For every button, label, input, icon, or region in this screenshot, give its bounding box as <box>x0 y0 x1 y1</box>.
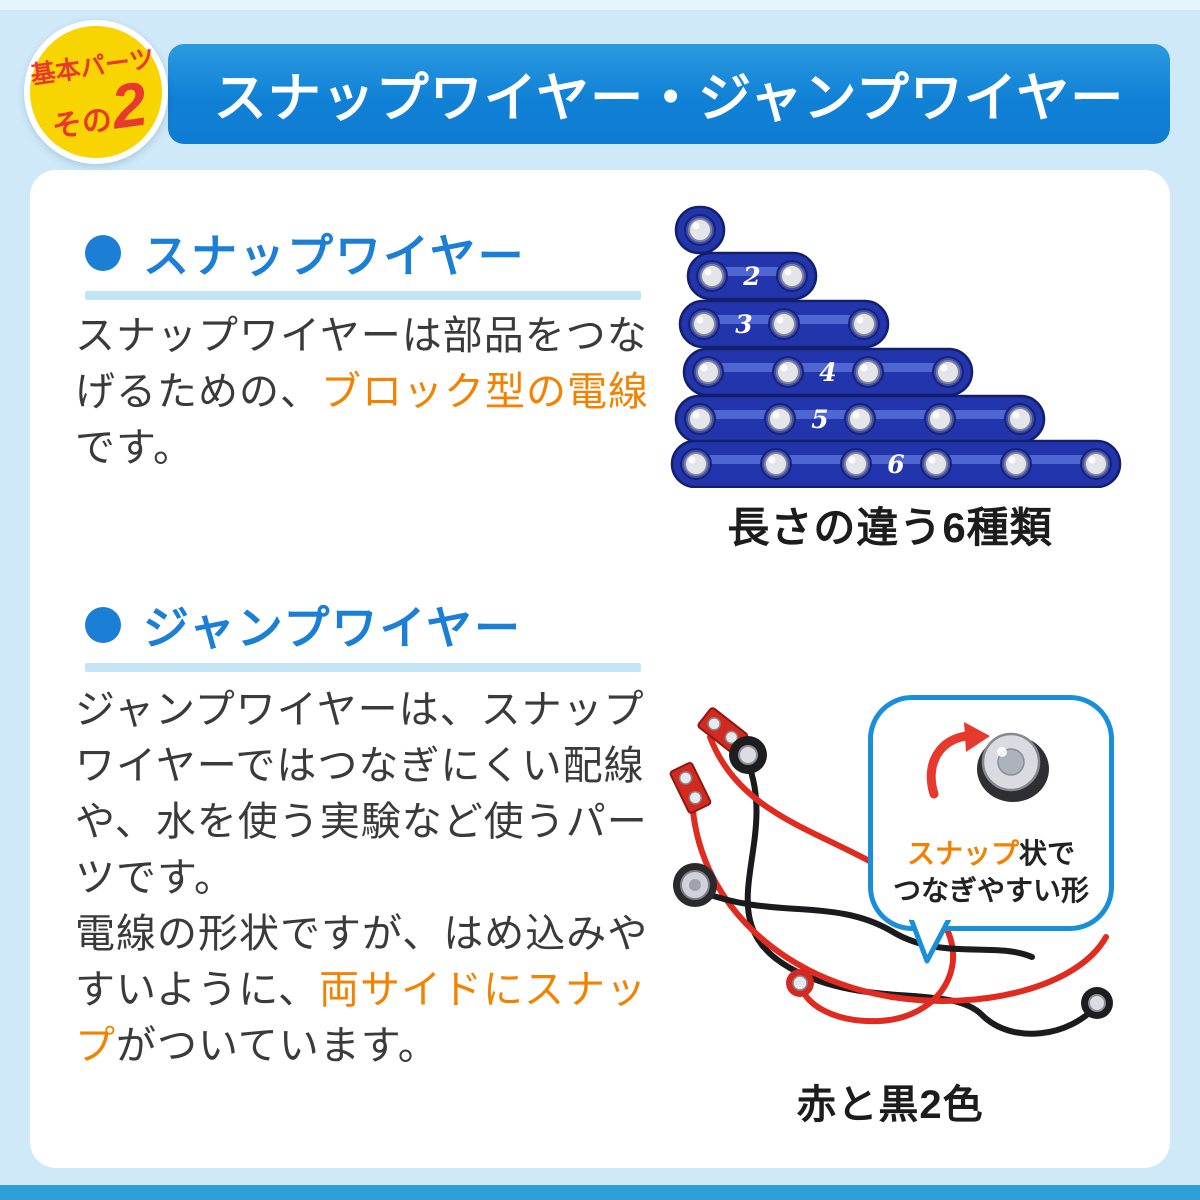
snap-desc-tail: です。 <box>75 426 194 470</box>
title-bar: スナップワイヤー・ジャンプワイヤー <box>168 44 1170 144</box>
basic-parts-badge: 基本パーツ その 2 <box>14 10 178 174</box>
content-card: スナップワイヤー スナップワイヤーは部品をつなげるための、ブロック型の電線です。… <box>30 170 1170 1168</box>
callout-highlight: スナップ <box>906 838 1019 870</box>
svg-text:6: 6 <box>887 450 904 479</box>
section-bullet-icon <box>85 607 121 643</box>
jump-wire-description: ジャンプワイヤーは、スナップワイヤーではつなぎにくい配線や、水を使う実験など使う… <box>75 682 665 1074</box>
badge-subtitle-prefix: その <box>50 103 115 145</box>
top-strip <box>0 0 1200 10</box>
jump-wires-caption: 赤と黒2色 <box>796 1083 984 1127</box>
snap-wire-heading-label: スナップワイヤー <box>143 230 526 282</box>
svg-text:3: 3 <box>735 310 752 339</box>
callout-snap-closeup-icon <box>926 722 1049 802</box>
footer-strip <box>0 1185 1200 1200</box>
bubble-tail-icon <box>908 911 952 964</box>
jump-desc-highlight: 両サイドにスナップ <box>75 968 647 1068</box>
snap-wire-heading: スナップワイヤー <box>85 220 526 286</box>
callout-line1-rest: 状で <box>1019 838 1076 870</box>
svg-text:2: 2 <box>742 262 760 291</box>
jump-wires-image: スナップ状で つなぎやすい形 <box>650 685 1140 1060</box>
snap-wires-image: 2 3 4 5 6 <box>660 198 1130 489</box>
callout-line2: つなぎやすい形 <box>892 875 1089 907</box>
snap-desc-highlight: ブロック型の電線 <box>321 370 649 414</box>
snap-heading-underline <box>85 291 641 300</box>
badge-number: 2 <box>107 69 152 143</box>
svg-text:5: 5 <box>811 405 828 434</box>
badge-subtitle: その 2 <box>47 69 152 145</box>
jump-desc-tail: がついています。 <box>116 1024 439 1068</box>
snap-desc-text: スナップワイヤーは部品をつなげるための、 <box>75 314 648 414</box>
page-title: スナップワイヤー・ジャンプワイヤー <box>213 69 1125 128</box>
jump-heading-underline <box>85 663 641 672</box>
snap-wire-description: スナップワイヤーは部品をつなげるための、ブロック型の電線です。 <box>75 308 665 476</box>
callout-arrow-icon <box>926 722 990 799</box>
jump-wire-heading-label: ジャンプワイヤー <box>143 602 522 654</box>
jump-wire-heading: ジャンプワイヤー <box>85 592 522 658</box>
section-bullet-icon <box>85 235 121 271</box>
jump-desc-p2: 電線の形状ですが、はめ込みやすいように、 <box>75 912 649 1012</box>
svg-text:4: 4 <box>819 358 836 387</box>
callout-text: スナップ状で つなぎやすい形 <box>873 836 1109 910</box>
jump-desc-p1: ジャンプワイヤーは、スナップワイヤーではつなぎにくい配線や、水を使う実験など使う… <box>75 688 648 900</box>
callout-bubble: スナップ状で つなぎやすい形 <box>868 695 1114 964</box>
snap-wires-illustration: 2 3 4 5 6 <box>670 205 1122 489</box>
jump-wires-illustration <box>669 707 1113 1037</box>
snap-wires-caption: 長さの違う6種類 <box>727 504 1053 551</box>
